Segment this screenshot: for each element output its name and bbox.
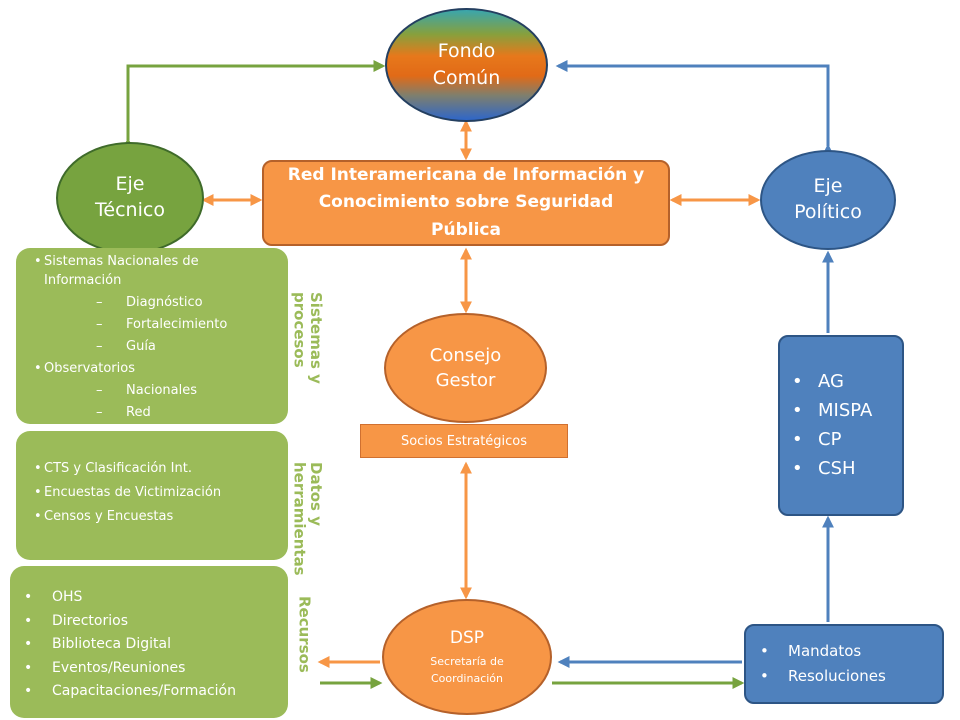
list-item: Observatorios (34, 358, 280, 380)
sistemas-item-label: Sistemas Nacionales de Información (44, 254, 199, 288)
list-item: Nacionales (34, 380, 280, 402)
recursos-item-label: OHS (52, 589, 83, 605)
list-item: Eventos/Reuniones (10, 657, 280, 681)
sistemas-subitem-label: Nacionales (126, 383, 197, 398)
datos-box: CTS y Clasificación Int. Encuestas de Vi… (16, 431, 288, 560)
list-item: CTS y Clasificación Int. (34, 457, 280, 481)
dsp-subtitle: Secretaría de Coordinación (430, 654, 504, 685)
politico-item-label: MISPA (818, 400, 873, 421)
list-item: Sistemas Nacionales de Información (34, 252, 280, 290)
datos-item-label: Encuestas de Victimización (44, 485, 222, 500)
fondo-comun-label: Fondo Común (432, 40, 501, 89)
recursos-vertical-label: Recursos (295, 596, 314, 673)
list-item: Diagnóstico (34, 292, 280, 314)
sistemas-subitem-label: Red (126, 405, 151, 420)
politico-organos-list: AG MISPA CP CSH (780, 367, 902, 483)
recursos-item-label: Biblioteca Digital (52, 636, 171, 652)
fondo-comun-ellipse: Fondo Común (385, 8, 548, 122)
recursos-item-label: Eventos/Reuniones (52, 659, 186, 676)
datos-item-label: CTS y Clasificación Int. (44, 461, 192, 476)
politico-item-label: AG (818, 371, 844, 392)
consejo-gestor-ellipse: Consejo Gestor (384, 313, 547, 423)
consejo-gestor-label: Consejo Gestor (429, 344, 502, 391)
politico-organos-box: AG MISPA CP CSH (778, 335, 904, 516)
list-item: OHS (10, 586, 280, 610)
datos-label-line1: Datos y (307, 462, 325, 526)
list-item: Resoluciones (746, 664, 942, 689)
red-interamericana-label: Red Interamericana de Información y Cono… (287, 165, 645, 240)
list-item: MISPA (780, 396, 902, 425)
eje-tecnico-ellipse: Eje Técnico (56, 142, 204, 254)
politico-item-label: CP (818, 429, 842, 450)
recursos-item-label: Capacitaciones/Formación (52, 683, 236, 699)
dsp-title: DSP (449, 628, 485, 649)
sistemas-label-line2: procesos (290, 292, 309, 368)
sistemas-subitem-label: Diagnóstico (126, 295, 203, 310)
sistemas-list: Sistemas Nacionales de Información Diagn… (34, 252, 280, 424)
eje-tecnico-label: Eje Técnico (95, 173, 165, 221)
list-item: Biblioteca Digital (10, 633, 280, 657)
list-item: Encuestas de Victimización (34, 481, 280, 505)
list-item: Guía (34, 336, 280, 358)
mandatos-item-label: Resoluciones (788, 667, 886, 685)
datos-vertical-label: Datos y herramientas (290, 462, 326, 576)
sistemas-label-line1: Sistemas y (307, 292, 325, 384)
sistemas-subitem-label: Fortalecimiento (126, 317, 228, 332)
sistemas-subitem-label: Guía (126, 339, 156, 354)
sistemas-box: Sistemas Nacionales de Información Diagn… (16, 248, 288, 424)
list-item: Capacitaciones/Formación (10, 680, 280, 704)
recursos-label: Recursos (295, 596, 314, 673)
sistemas-item-label: Observatorios (44, 361, 135, 376)
recursos-box: OHS Directorios Biblioteca Digital Event… (10, 566, 288, 718)
datos-label-line2: herramientas (290, 462, 309, 576)
eje-politico-label: Eje Político (794, 175, 862, 223)
list-item: Red (34, 402, 280, 424)
mandatos-item-label: Mandatos (788, 642, 862, 660)
list-item: Mandatos (746, 639, 942, 664)
datos-item-label: Censos y Encuestas (44, 509, 174, 524)
mandatos-list: Mandatos Resoluciones (746, 639, 942, 689)
list-item: CP (780, 425, 902, 454)
list-item: CSH (780, 454, 902, 483)
politico-item-label: CSH (818, 458, 856, 479)
dsp-ellipse: DSP Secretaría de Coordinación (382, 599, 552, 715)
recursos-list: OHS Directorios Biblioteca Digital Event… (10, 586, 280, 704)
arrow-fondo-eje-tecnico (122, 60, 386, 150)
arrow-fondo-eje-politico (555, 60, 834, 156)
list-item: AG (780, 367, 902, 396)
eje-politico-ellipse: Eje Político (760, 150, 896, 250)
sistemas-vertical-label: Sistemas y procesos (290, 292, 326, 384)
list-item: Directorios (10, 610, 280, 634)
socios-estrategicos-label: Socios Estratégicos (400, 433, 528, 449)
mandatos-box: Mandatos Resoluciones (744, 624, 944, 704)
recursos-item-label: Directorios (52, 612, 128, 629)
red-interamericana-box: Red Interamericana de Información y Cono… (262, 160, 670, 246)
datos-list: CTS y Clasificación Int. Encuestas de Vi… (34, 457, 280, 529)
list-item: Censos y Encuestas (34, 505, 280, 529)
socios-estrategicos-box: Socios Estratégicos (360, 424, 568, 458)
list-item: Fortalecimiento (34, 314, 280, 336)
